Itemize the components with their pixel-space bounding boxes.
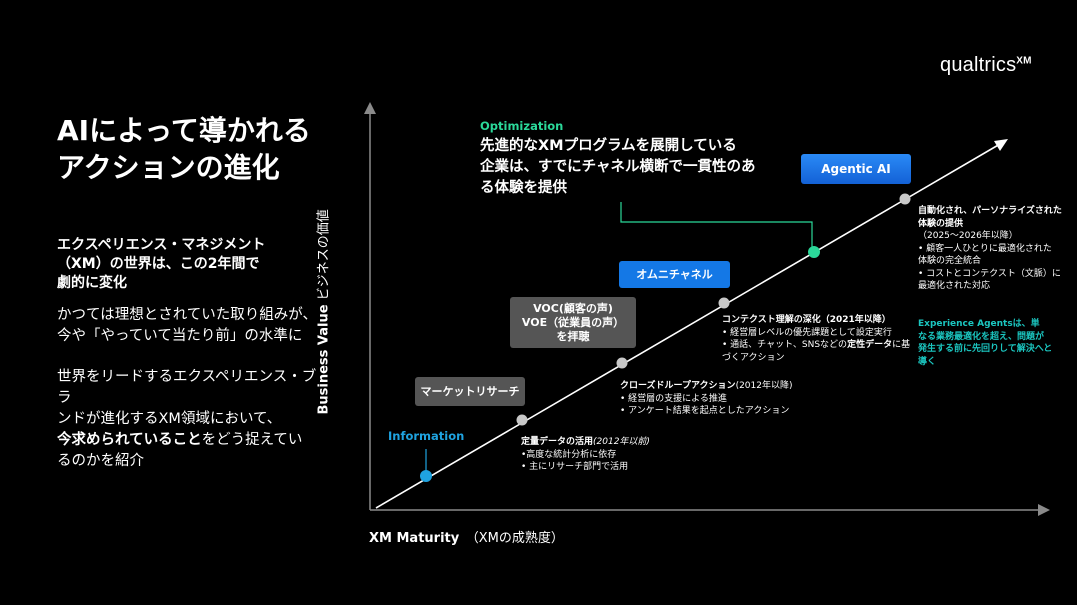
market-research-box: マーケットリサーチ <box>415 377 525 406</box>
voc-line-3: を拝聴 <box>556 329 590 343</box>
y-axis-label: Business Value ビジネスの価値 <box>316 209 332 415</box>
voc-line-1: VOC(顧客の声) <box>533 301 613 315</box>
x-axis-arrow <box>1038 504 1050 516</box>
x-axis-label: XM Maturity （XMの成熟度） <box>369 531 564 546</box>
stage-label-optimization: Optimization <box>480 119 564 133</box>
trend-arrow <box>994 139 1008 151</box>
intro-paragraph-1: かつては理想とされていた取り組みが、 今や「やっていて当たり前」の水準に <box>57 305 317 347</box>
milestone-dot-information <box>420 470 432 482</box>
omnichannel-box: オムニチャネル <box>619 261 730 288</box>
optimization-description: 先進的なXMプログラムを展開している 企業は、すでにチャネル横断で一貫性のあ る… <box>480 136 770 199</box>
voc-line-2: VOE（従業員の声） <box>521 315 625 329</box>
para2-line-2: ンドが進化するXM領域において、 <box>57 411 282 427</box>
subtitle-line-3: 劇的に変化 <box>57 275 127 291</box>
para2-line-3: をどう捉えてい <box>201 432 303 448</box>
para2-line-4: るのかを紹介 <box>57 453 144 469</box>
subtitle-line-2: （XM）の世界は、この2年間で <box>57 256 260 272</box>
y-axis-arrow <box>364 102 376 114</box>
note-experience-agents: Experience Agentsは、単 なる業務最適化を超え、問題が 発生する… <box>918 319 1053 367</box>
note-automated-personalized: 自動化され、パーソナライズされた 体験の提供 （2025～2026年以降） • … <box>918 206 1062 291</box>
note-context-understanding: コンテクスト理解の深化（2021年以降） • 経営層レベルの優先課題として設定実… <box>722 315 911 363</box>
para2-emphasis: 今求められていること <box>57 432 202 448</box>
milestone-dot-closed-loop <box>616 357 628 369</box>
optimization-line-2: 企業は、すでにチャネル横断で一貫性のあ <box>480 159 756 175</box>
optimization-line-3: る体験を提供 <box>480 180 567 196</box>
para1-line-1: かつては理想とされていた取り組みが、 <box>57 307 317 323</box>
note-quantitative-data: 定量データの活用(2012年以前) •高度な統計分析に依存 • 主にリサーチ部門… <box>521 437 650 472</box>
intro-paragraph-2: 世界をリードするエクスペリエンス・ブラ ンドが進化するXM領域において、 今求め… <box>57 367 317 472</box>
voc-voe-box: VOC(顧客の声) VOE（従業員の声） を拝聴 <box>510 297 636 348</box>
milestone-dot-quant <box>516 414 528 426</box>
title-line-2: アクションの進化 <box>57 151 280 184</box>
agentic-ai-box: Agentic AI <box>801 154 911 184</box>
milestone-dot-context <box>718 297 730 309</box>
milestone-dot-optimization <box>808 246 820 258</box>
title-line-1: AIによって導かれる <box>57 114 311 147</box>
maturity-trend-line <box>375 143 1001 509</box>
subtitle: エクスペリエンス・マネジメント （XM）の世界は、この2年間で 劇的に変化 <box>57 236 307 293</box>
stage-label-information: Information <box>388 429 465 443</box>
page-title: AIによって導かれる アクションの進化 <box>57 112 337 186</box>
optimization-line-1: 先進的なXMプログラムを展開している <box>480 138 737 154</box>
qualtrics-logo: qualtricsXM <box>940 54 1032 76</box>
milestone-dot-agentic <box>899 193 911 205</box>
subtitle-line-1: エクスペリエンス・マネジメント <box>57 237 266 253</box>
para2-line-1: 世界をリードするエクスペリエンス・ブラ <box>57 369 317 406</box>
para1-line-2: 今や「やっていて当たり前」の水準に <box>57 328 303 344</box>
optimization-connector <box>620 202 813 252</box>
note-closed-loop: クローズドループアクション(2012年以降) • 経営層の支援による推進 • ア… <box>620 381 793 416</box>
